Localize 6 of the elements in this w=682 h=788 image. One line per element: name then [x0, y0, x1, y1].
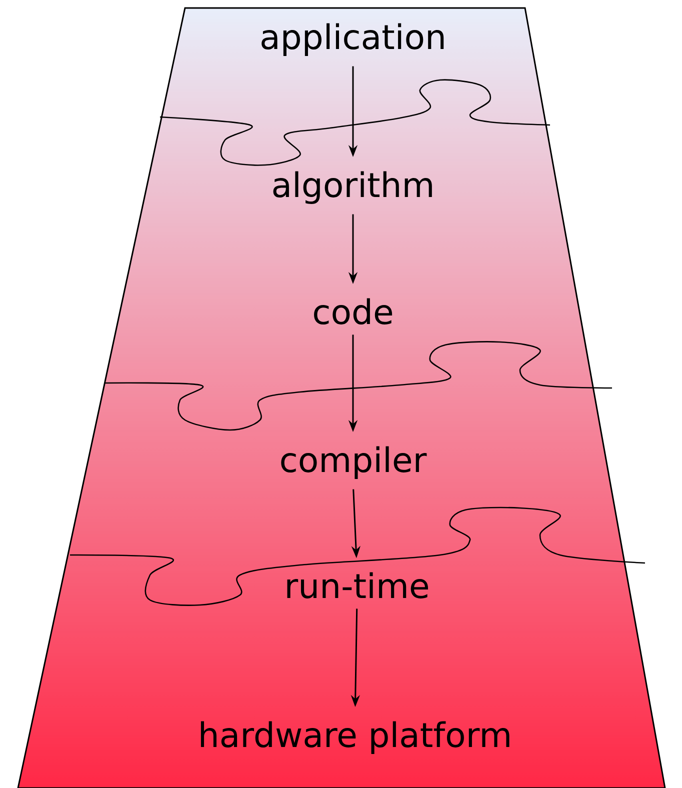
layer-label: algorithm — [273, 171, 432, 204]
layer-label: hardware platform — [200, 721, 510, 754]
layer-label: application — [262, 23, 444, 56]
layer-label: compiler — [281, 446, 427, 480]
layer-label: run-time — [287, 572, 428, 598]
layer-label: code — [314, 298, 392, 324]
